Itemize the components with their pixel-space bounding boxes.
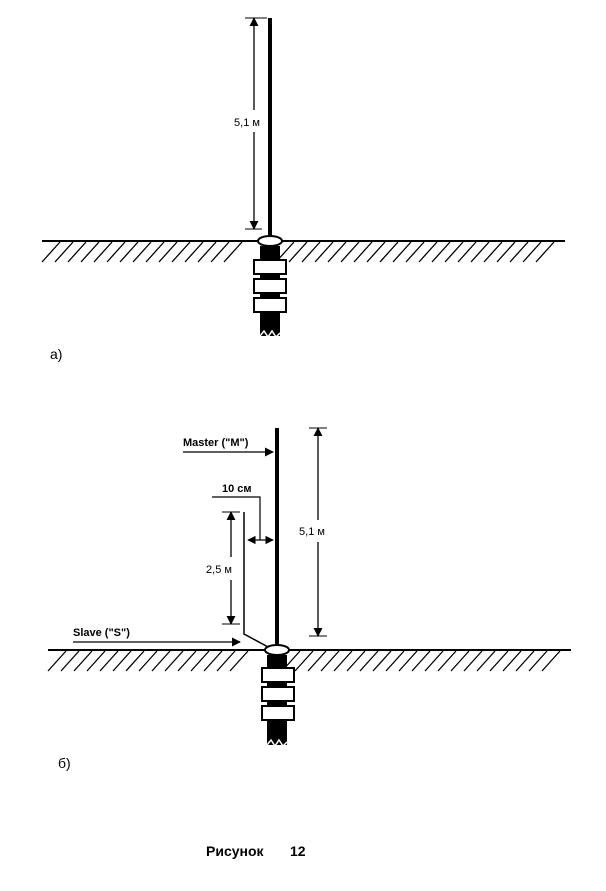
master-mast xyxy=(275,428,279,649)
figure-a: 5,1 м а) xyxy=(41,17,565,362)
figure-caption: Рисунок 12 xyxy=(206,843,306,859)
spacing-label: 10 см xyxy=(222,483,252,495)
slave-pointer: Slave ("S") xyxy=(73,627,241,647)
base-pipe-b xyxy=(261,655,295,748)
slave-height-dimension: 2,5 м xyxy=(206,511,240,625)
sublabel-b: б) xyxy=(58,755,71,771)
ground-hatch-a xyxy=(41,240,565,263)
slave-height-label: 2,5 м xyxy=(206,564,232,576)
slave-label: Slave ("S") xyxy=(73,627,130,639)
antenna-mast-a xyxy=(268,18,272,240)
slave-wire xyxy=(243,512,271,649)
spacing-dimension: 10 см xyxy=(212,483,274,545)
height-dimension-a: 5,1 м xyxy=(234,17,267,230)
feed-point-b xyxy=(264,644,290,656)
sublabel-a: а) xyxy=(50,346,62,362)
master-height-label: 5,1 м xyxy=(299,526,325,538)
base-pipe-a xyxy=(253,246,287,339)
master-label: Master ("M") xyxy=(183,437,249,449)
caption-number: 12 xyxy=(290,843,306,859)
figure-b: Master ("M") Slave ("S") 10 см 2,5 м xyxy=(47,427,571,771)
master-height-dimension: 5,1 м xyxy=(299,427,327,637)
master-pointer: Master ("M") xyxy=(183,437,274,457)
ground-hatch-b xyxy=(47,649,571,672)
caption-word: Рисунок xyxy=(206,843,265,859)
height-label-a: 5,1 м xyxy=(234,117,260,129)
feed-point-a xyxy=(257,235,283,247)
